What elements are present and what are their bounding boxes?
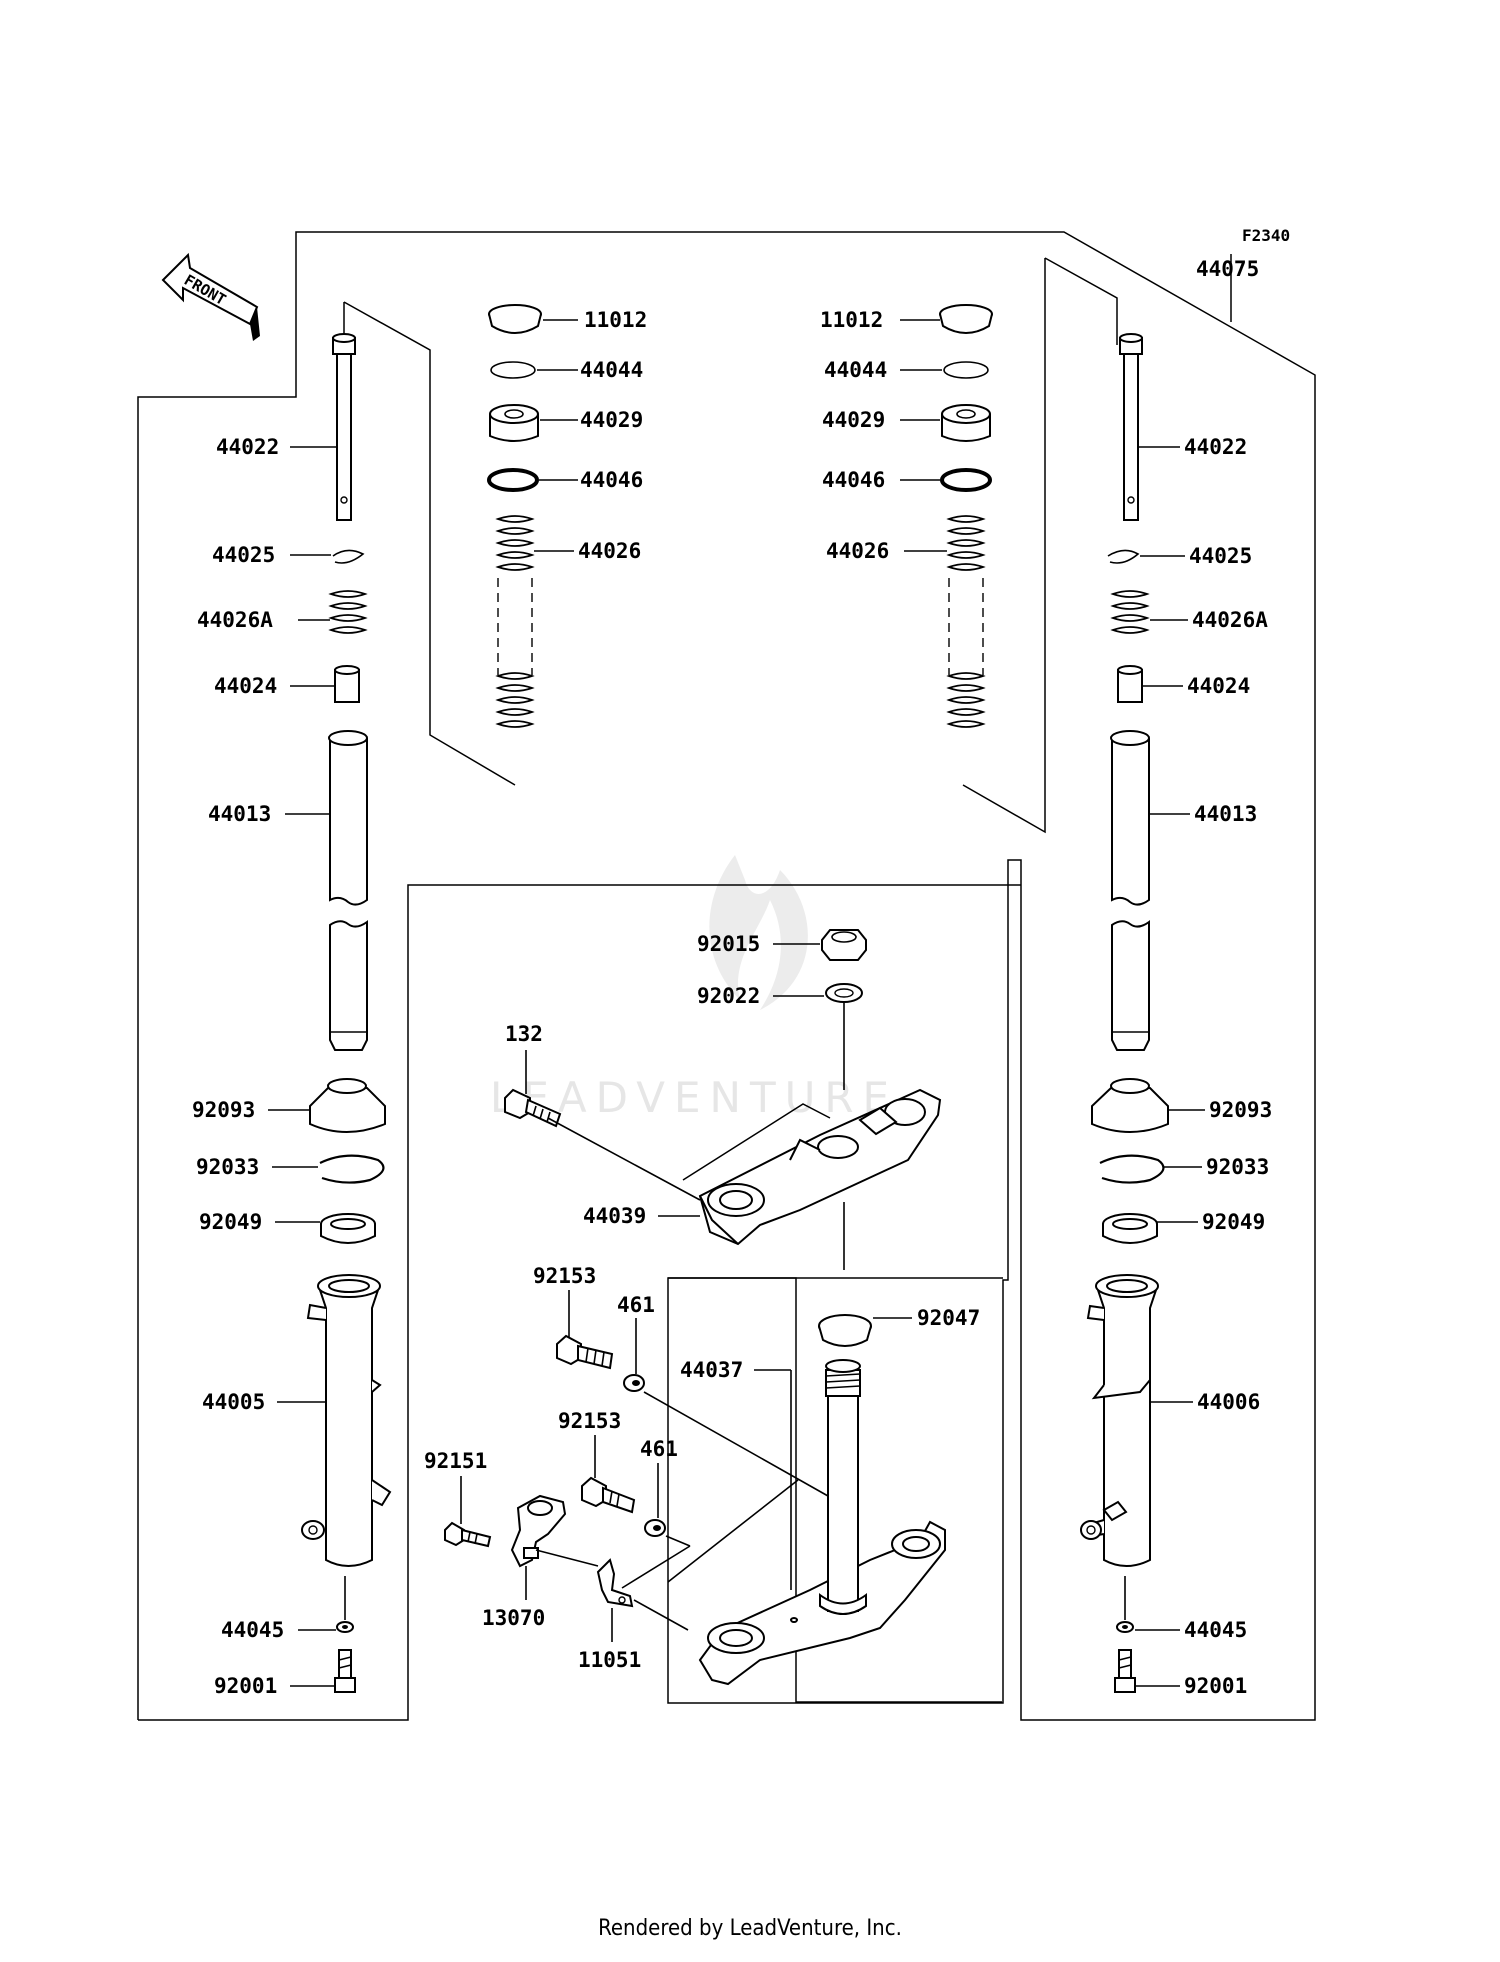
part-44005 (301, 1274, 392, 1567)
part-44025-left (332, 549, 365, 564)
label-44026-right: 44026 (826, 539, 889, 563)
label-44006: 44006 (1197, 1390, 1260, 1414)
part-44024-right (1117, 665, 1143, 703)
part-44046-left (487, 468, 539, 492)
label-92153-lower: 92153 (558, 1409, 621, 1433)
part-44026-left (497, 515, 533, 728)
frame-lines (137, 231, 1316, 1721)
label-44025-left: 44025 (212, 543, 275, 567)
label-92049-right: 92049 (1202, 1210, 1265, 1234)
part-92093-right (1091, 1078, 1169, 1133)
part-44024-left (334, 665, 360, 703)
part-11012-left (488, 304, 542, 334)
part-44039 (698, 1088, 942, 1246)
label-92033-left: 92033 (196, 1155, 259, 1179)
label-leaders (268, 319, 1205, 1687)
label-92093-right: 92093 (1209, 1098, 1272, 1122)
label-13070: 13070 (482, 1606, 545, 1630)
label-44026-left: 44026 (578, 539, 641, 563)
part-11051 (596, 1558, 634, 1608)
label-44022-right: 44022 (1184, 435, 1247, 459)
label-11012-left: 11012 (584, 308, 647, 332)
label-44005: 44005 (202, 1390, 265, 1414)
bracket-44039 (682, 1103, 831, 1181)
label-44044-left: 44044 (580, 358, 643, 382)
part-92001-left (334, 1649, 356, 1693)
part-44025-right (1107, 549, 1140, 564)
part-461-lower (644, 1519, 666, 1537)
label-44013-right: 44013 (1194, 802, 1257, 826)
label-92022: 92022 (697, 984, 760, 1008)
part-92153-lower (581, 1476, 636, 1514)
part-44045-left (336, 1621, 354, 1633)
part-44006 (1080, 1274, 1159, 1567)
part-44022-left (332, 333, 356, 521)
label-92015: 92015 (697, 932, 760, 956)
label-92001-right: 92001 (1184, 1674, 1247, 1698)
part-92151 (444, 1521, 492, 1548)
label-44044-right: 44044 (824, 358, 887, 382)
part-92022 (825, 983, 863, 1003)
part-44037 (698, 1359, 946, 1686)
label-11051: 11051 (578, 1648, 641, 1672)
label-461-lower: 461 (640, 1437, 678, 1461)
part-44044-right (943, 361, 989, 379)
part-92049-right (1102, 1213, 1158, 1244)
label-44022-left: 44022 (216, 435, 279, 459)
part-44013-left (328, 730, 368, 1051)
label-92001-left: 92001 (214, 1674, 277, 1698)
label-44039: 44039 (583, 1204, 646, 1228)
label-44037: 44037 (680, 1358, 743, 1382)
label-92049-left: 92049 (199, 1210, 262, 1234)
label-11012-right: 11012 (820, 308, 883, 332)
part-92001-right (1114, 1649, 1136, 1693)
label-92093-left: 92093 (192, 1098, 255, 1122)
part-92047 (818, 1314, 872, 1347)
part-92033-left (319, 1154, 385, 1184)
label-44025-right: 44025 (1189, 544, 1252, 568)
footer-credit: Rendered by LeadVenture, Inc. (598, 1916, 902, 1941)
figure-id: F2340 (1242, 226, 1290, 245)
label-44024-left: 44024 (214, 674, 277, 698)
part-13070 (510, 1494, 567, 1568)
label-44029-left: 44029 (580, 408, 643, 432)
label-44046-left: 44046 (580, 468, 643, 492)
part-44029-right (941, 404, 991, 442)
part-44029-left (489, 404, 539, 442)
label-92033-right: 92033 (1206, 1155, 1269, 1179)
label-132: 132 (505, 1022, 543, 1046)
label-44045-left: 44045 (221, 1618, 284, 1642)
part-44022-right (1119, 333, 1143, 521)
label-44013-left: 44013 (208, 802, 271, 826)
part-92153-upper (556, 1334, 614, 1370)
label-44075: 44075 (1196, 257, 1259, 281)
part-461-upper (623, 1374, 645, 1392)
part-92093-left (309, 1078, 386, 1133)
part-44026-right (948, 515, 984, 728)
part-44026a-right (1112, 590, 1148, 634)
front-arrow: FRONT (161, 252, 260, 341)
label-92153-upper: 92153 (533, 1264, 596, 1288)
part-44045-right (1116, 1621, 1134, 1633)
label-92047: 92047 (917, 1306, 980, 1330)
label-44026a-right: 44026A (1192, 608, 1268, 632)
label-44045-right: 44045 (1184, 1618, 1247, 1642)
part-44026a-left (330, 590, 366, 634)
part-44046-right (940, 468, 992, 492)
label-461-upper: 461 (617, 1293, 655, 1317)
label-44029-right: 44029 (822, 408, 885, 432)
label-44024-right: 44024 (1187, 674, 1250, 698)
label-92151: 92151 (424, 1449, 487, 1473)
label-44046-right: 44046 (822, 468, 885, 492)
part-44044-left (490, 361, 536, 379)
part-44013-right (1110, 730, 1150, 1051)
part-11012-right (939, 304, 993, 334)
part-92015 (821, 929, 867, 961)
part-92049-left (320, 1213, 376, 1244)
part-92033-right (1099, 1154, 1165, 1184)
assembly-leader-lines (535, 1117, 829, 1631)
label-44026a-left: 44026A (197, 608, 273, 632)
